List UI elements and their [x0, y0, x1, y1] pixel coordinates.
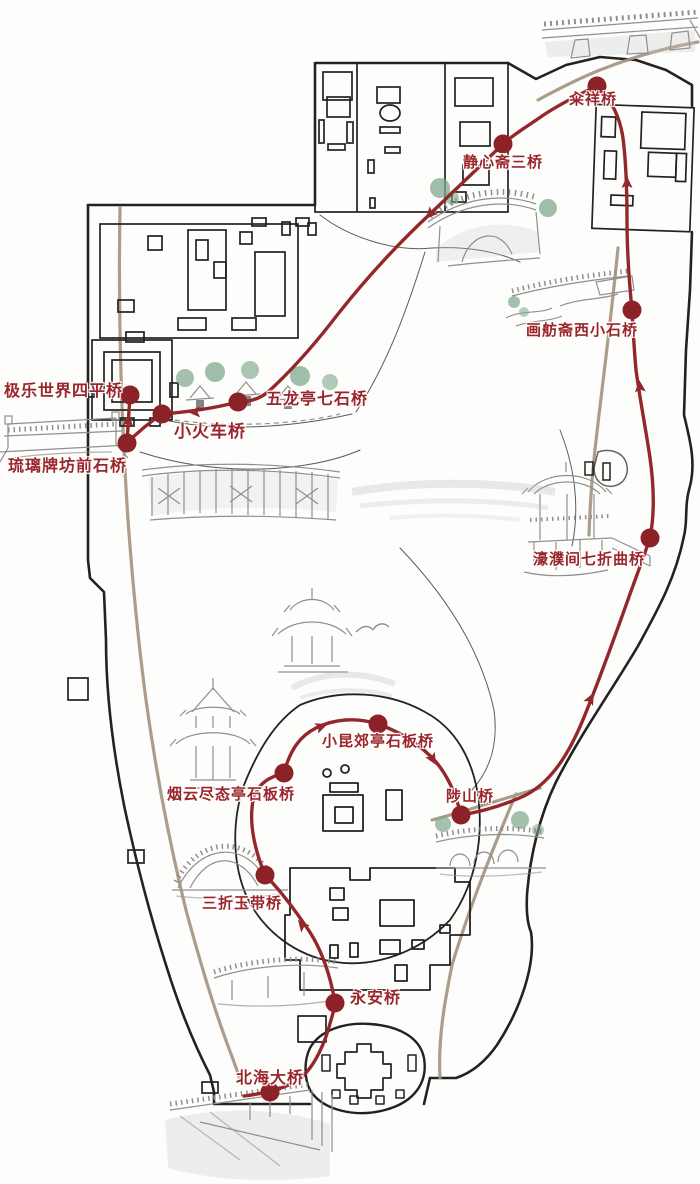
- stop-dot-zhishan-bridge: [451, 805, 471, 825]
- bridge-label-huafangzhai: 画舫斋西小石桥: [526, 321, 639, 339]
- stop-dot-beihai-bridge: [260, 1082, 280, 1102]
- stop-dot-dixiang-bridge: [587, 76, 607, 96]
- route-arrows: [122, 176, 646, 933]
- bridge-label-zhishanqiao: 陟山桥: [446, 787, 495, 805]
- bridge-label-beihai-dadaqiao: 北海大桥: [236, 1068, 305, 1087]
- bridge-label-sanzheyudaiqiao: 三折玉带桥: [202, 894, 283, 912]
- park-boundary: [86, 55, 694, 1106]
- tour-route: [125, 84, 656, 1098]
- sketch-huafangzhai-shore: [505, 268, 635, 327]
- xiancantan-compound: [590, 103, 696, 233]
- lake-shorelines: [139, 214, 577, 791]
- tuancheng-round-city: [297, 1015, 426, 1115]
- stop-dot-train-bridge: [152, 404, 172, 424]
- jingxinzhai-compound: [314, 62, 509, 213]
- bridge-label-haopujian: 濠濮间七折曲桥: [533, 550, 646, 568]
- stop-dot-xiaokun-bridge: [368, 714, 388, 734]
- stop-dot-yanyun-bridge: [274, 763, 294, 783]
- sketch-modern-bridge: [541, 9, 700, 59]
- bridge-label-jileshijie: 极乐世界四平桥: [4, 381, 124, 400]
- sketch-train-bridge: [141, 463, 341, 521]
- stop-dot-huafangzhai-bridge: [622, 300, 642, 320]
- sketch-shore-wash: [351, 479, 556, 522]
- sketch-haopujian-pavilion: [521, 462, 651, 577]
- bridge-label-yanyunjintaiting: 烟云尽态亭石板桥: [167, 785, 296, 803]
- sketch-wulongting: [174, 361, 341, 425]
- sketch-rock-wash: [290, 671, 397, 700]
- xitianfanjing-compound: [99, 217, 317, 339]
- bridge-label-xiaokunjiaoting: 小昆郊亭石板桥: [322, 732, 435, 750]
- west-gate-buildings: [67, 677, 219, 1094]
- bridge-label-xiaohuocheqiao: 小火车桥: [174, 422, 246, 442]
- bridge-label-yonganqiao: 永安桥: [350, 988, 402, 1007]
- sketch-hexagonal-pavilion: [169, 678, 257, 789]
- stop-dot-yudai-bridge: [255, 865, 275, 885]
- sketch-zhishan-bridge: [435, 811, 546, 877]
- stop-dot-jingxinzhai-bridge: [493, 134, 513, 154]
- bridge-label-jingxinzhai: 静心斋三桥: [463, 153, 544, 171]
- sketch-yudai-bridge: [172, 843, 288, 899]
- haopujian-structures: [584, 449, 628, 488]
- stop-dot-liuli-bridge: [117, 433, 137, 453]
- sketch-square-pavilion: [271, 588, 353, 673]
- bridge-label-liulipaifang: 琉璃牌坊前石桥: [8, 456, 128, 475]
- bridge-label-dixiangqiao: 籴祥桥: [569, 90, 618, 108]
- bridge-label-wulongting: 五龙亭七石桥: [266, 389, 369, 408]
- sketch-yongan-bridge: [213, 956, 339, 1007]
- bird-icon: [355, 623, 390, 633]
- stop-dot-haopujian-bridge: [640, 528, 660, 548]
- route-stop-dots: [117, 76, 660, 1102]
- stop-dot-yongan-bridge: [325, 993, 345, 1013]
- sketch-jingxinzhai-bridge: [427, 178, 557, 267]
- stop-dot-jile-bridge: [120, 385, 140, 405]
- stop-dot-wulongting-bridge: [228, 392, 248, 412]
- sketch-beihai-dadao-bridge: [165, 1081, 333, 1181]
